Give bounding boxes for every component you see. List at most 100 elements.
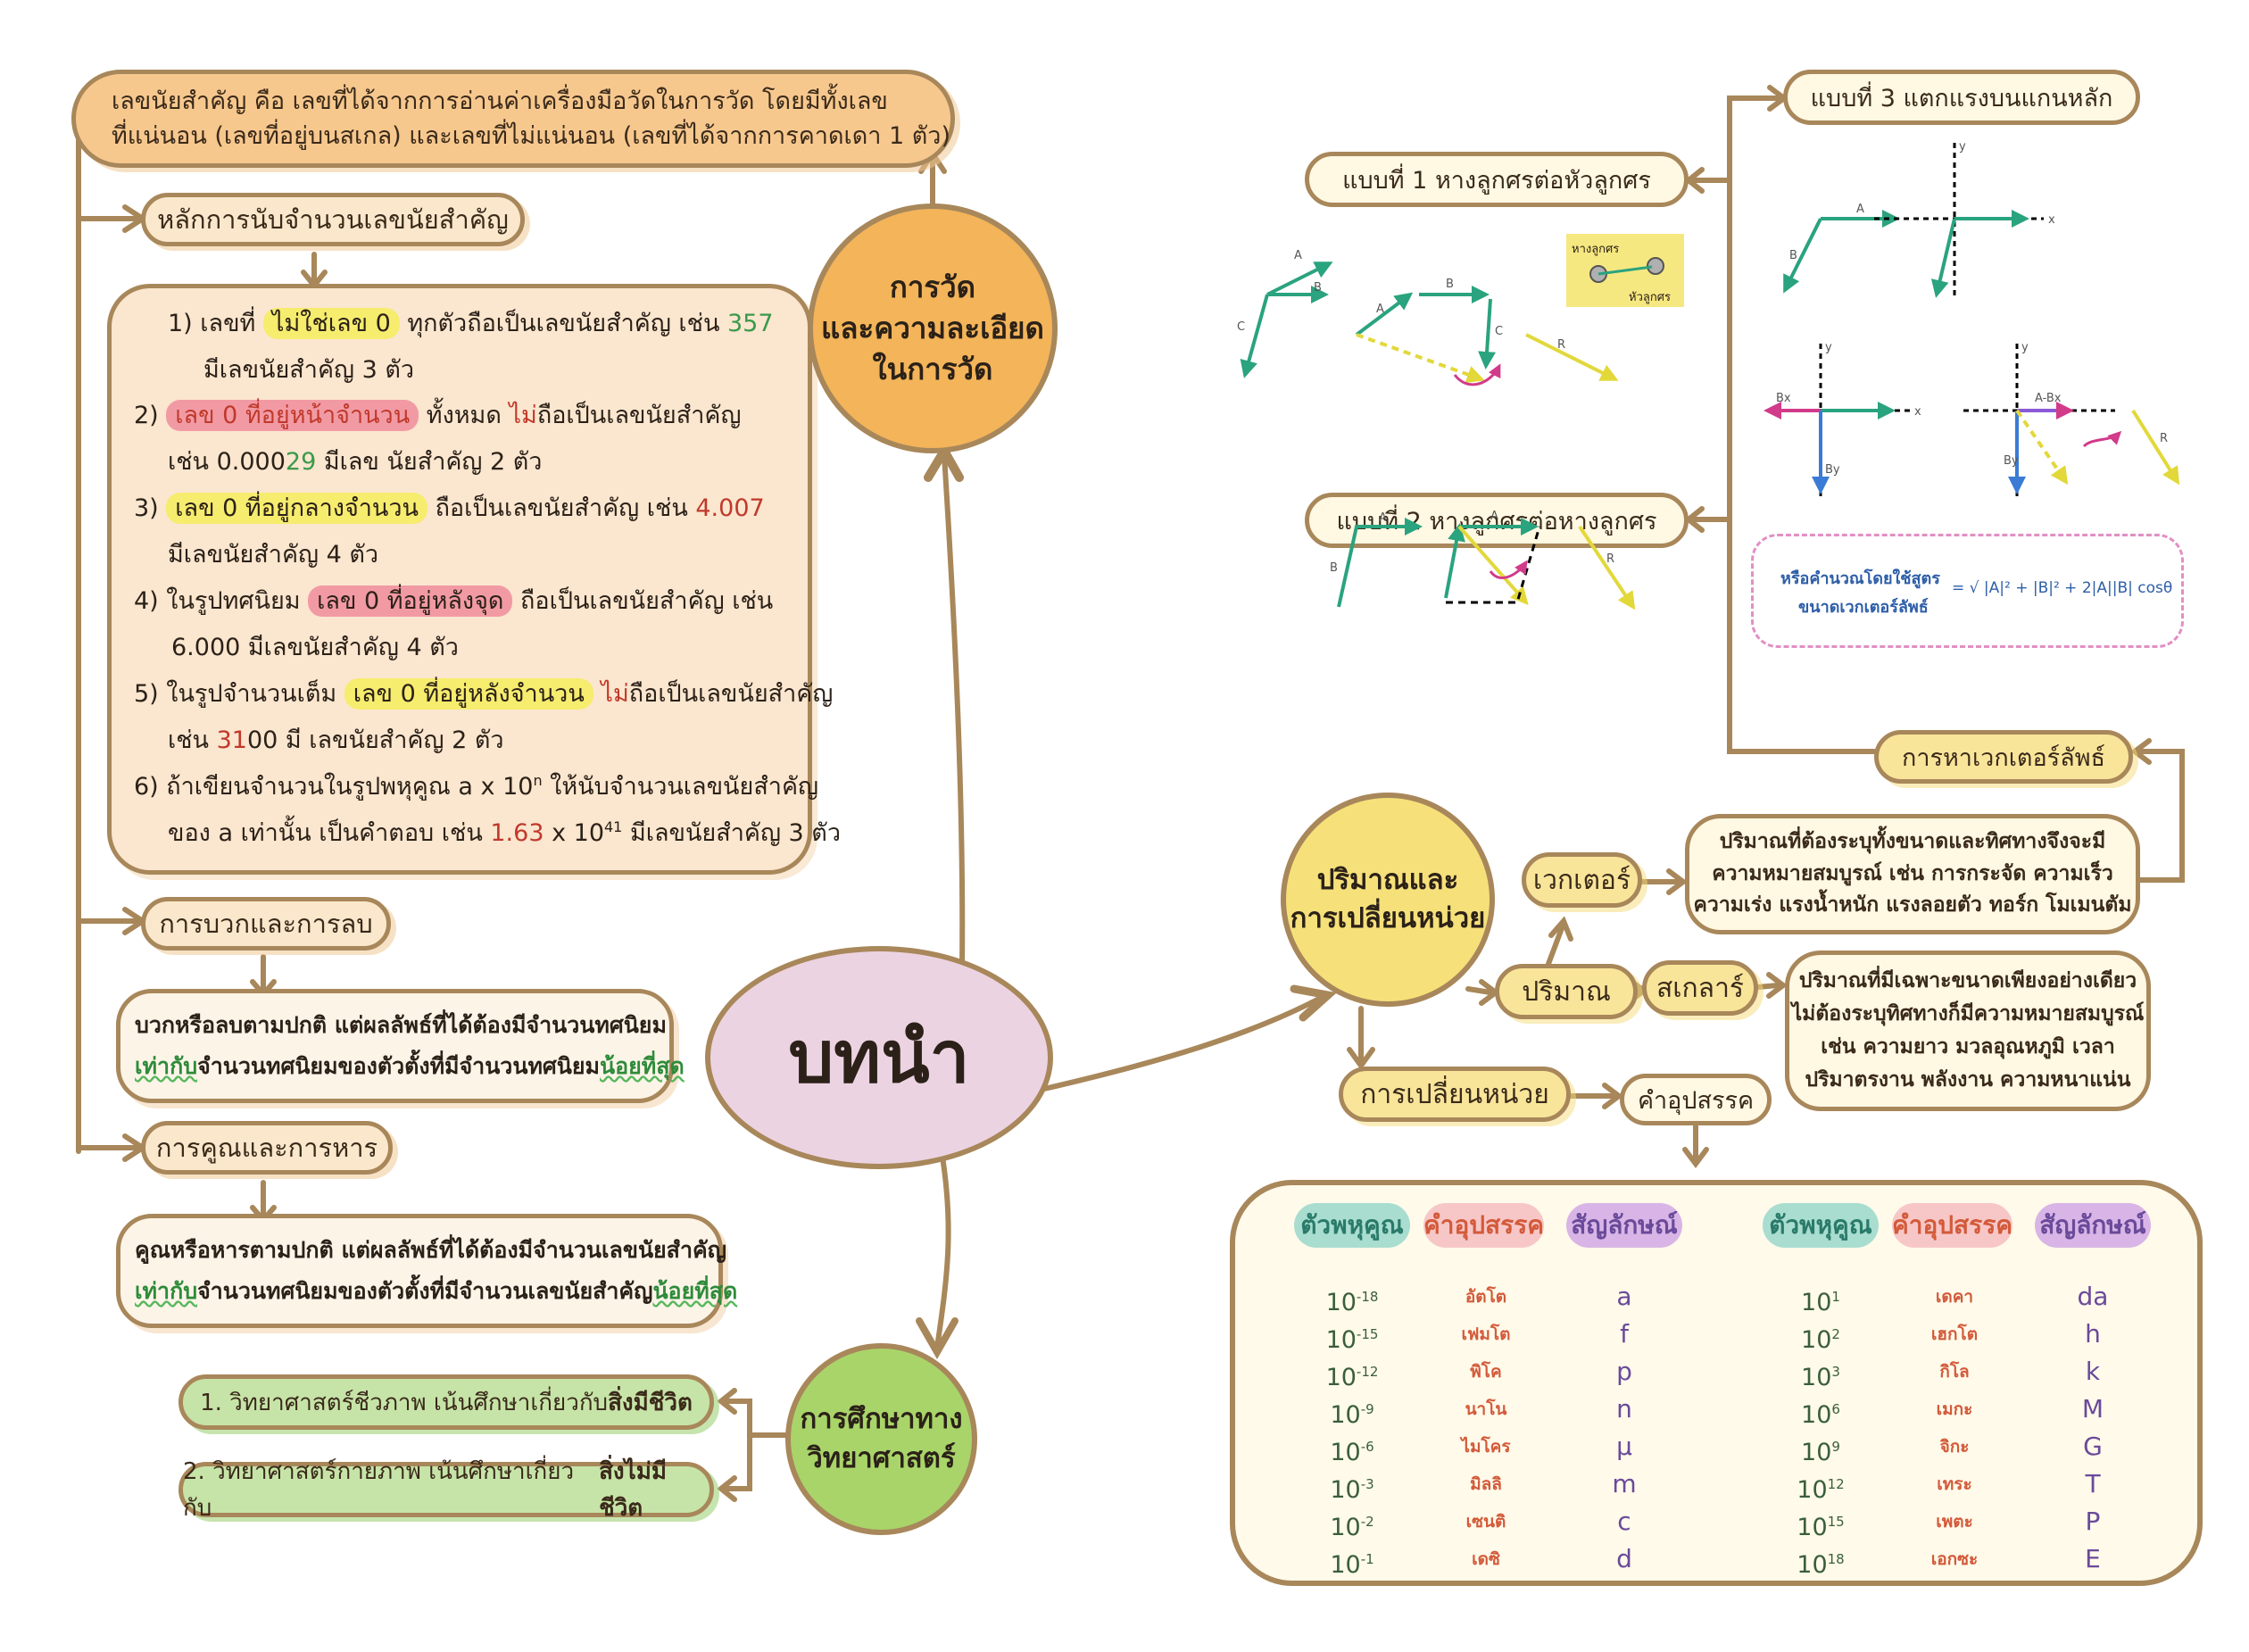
header-symbol-left: สัญลักษณ์	[1566, 1203, 1682, 1248]
method-3-pill: แบบที่ 3 แตกแรงบนแกนหลัก	[1783, 70, 2140, 125]
rule-5b: เช่น 3100 มี เลขนัยสำคัญ 2 ตัว	[168, 726, 504, 754]
rule-4b: 6.000 มีเลขนัยสำคัญ 4 ตัว	[171, 634, 459, 661]
prefix-pill: คำอุปสรรค	[1620, 1074, 1772, 1125]
symbol-cell: n	[1616, 1394, 1632, 1424]
label-vec-A3: A	[1379, 511, 1387, 525]
add-sub-line-2: เท่ากับจำนวนทศนิยมของตัวตั้งที่มีจำนวนทศ…	[135, 1053, 685, 1079]
definition-line-2: ที่แน่นอน (เลขที่อยู่บนสเกล) และเลขที่ไม…	[112, 122, 950, 150]
power-cell: 1015	[1797, 1514, 1845, 1541]
science-node: การศึกษาทางวิทยาศาสตร์	[785, 1343, 977, 1535]
vector-desc-3: ความเร่ง แรงน้ำหนัก แรงลอยตัว ทอร์ก โมเม…	[1693, 893, 2132, 917]
header-power-left: ตัวพหุคูณ	[1294, 1203, 1410, 1248]
label-bx: Bx	[1776, 392, 1791, 405]
counting-title-text: หลักการนับจำนวนเลขนัยสำคัญ	[157, 204, 509, 235]
mul-div-box: คูณหรือหารตามปกติ แต่ผลลัพธ์ที่ได้ต้องมี…	[116, 1214, 737, 1328]
vector-desc: ปริมาณที่ต้องระบุทั้งขนาดและทิศทางจึงจะม…	[1685, 814, 2140, 934]
header-prefix-left: คำอุปสรรค	[1423, 1203, 1544, 1248]
rule-4a: 4) ในรูปทศนิยม เลข 0 ที่อยู่หลังจุด ถือเ…	[134, 585, 774, 617]
header-power-right: ตัวพหุคูณ	[1763, 1203, 1879, 1248]
label-vec-B: B	[1314, 281, 1322, 295]
science-node-line-1: การศึกษาทาง	[800, 1403, 963, 1436]
label-vec-C: C	[1237, 320, 1245, 334]
center-title: บทนำ	[788, 1016, 970, 1099]
tail-head-legend: หางลูกศร หัวลูกศร	[1566, 234, 1684, 307]
tail-label: หางลูกศร	[1572, 243, 1620, 256]
header-prefix-right: คำอุปสรรค	[1892, 1203, 2012, 1248]
power-cell: 102	[1801, 1326, 1840, 1354]
rule-1a: 1) เลขที่ ไม่ใช่เลข 0 ทุกตัวถือเป็นเลขนั…	[168, 308, 774, 339]
method-2-text: แบบที่ 2 หางลูกศรต่อหางลูกศร	[1336, 507, 1657, 535]
power-cell: 103	[1801, 1364, 1840, 1391]
label-vec-C2: C	[1495, 325, 1503, 338]
add-sub-line-1: บวกหรือลบตามปกติ แต่ผลลัพธ์ที่ได้ต้องมีจ…	[135, 1012, 667, 1038]
convert-pill-text: การเปลี่ยนหน่วย	[1360, 1078, 1549, 1110]
resultant-pill: การหาเวกเตอร์ลัพธ์	[1874, 730, 2133, 784]
label-vec-B2: B	[1446, 278, 1454, 291]
header-symbol-right: สัญลักษณ์	[2035, 1203, 2151, 1248]
quantity-node-line-1: ปริมาณและ	[1316, 863, 1459, 896]
vector-pill: เวกเตอร์	[1522, 852, 1642, 908]
power-cell: 10-9	[1330, 1401, 1374, 1429]
bio-text: 1. วิทยาศาสตร์ชีวภาพ เน้นศึกษาเกี่ยวกับ	[200, 1389, 609, 1416]
rule-5a: 5) ในรูปจำนวนเต็ม เลข 0 ที่อยู่หลังจำนวน…	[134, 678, 834, 710]
label-vec-R2: R	[1606, 552, 1614, 566]
power-cell: 10-18	[1325, 1289, 1379, 1316]
rule-2a: 2) เลข 0 ที่อยู่หน้าจำนวน ทั้งหมด ไม่ถือ…	[134, 400, 742, 431]
symbol-cell: M	[2081, 1394, 2104, 1424]
measurement-node-line-2: และความละเอียด	[821, 310, 1044, 345]
symbol-cell: G	[2083, 1432, 2103, 1461]
right-prefix-column: เดคาเฮกโตกิโลเมกะจิกะเทระเพตะเอกซะ	[1905, 1278, 2004, 1578]
label-axis-y3: y	[2021, 341, 2029, 354]
power-cell: 10-12	[1325, 1364, 1379, 1391]
power-cell: 109	[1801, 1439, 1840, 1466]
symbol-cell: E	[2085, 1544, 2101, 1573]
method-2-pill: แบบที่ 2 หางลูกศรต่อหางลูกศร	[1305, 493, 1689, 548]
left-prefix-column: อัตโตเฟมโตพิโคนาโนไมโครมิลลิเซนติเดซิ	[1437, 1278, 1535, 1578]
prefix-cell: เพตะ	[1936, 1512, 1973, 1532]
prefix-cell: เดซิ	[1472, 1549, 1500, 1569]
symbol-cell: p	[1616, 1357, 1632, 1386]
counting-rules-box	[107, 284, 812, 875]
resultant-pill-text: การหาเวกเตอร์ลัพธ์	[1901, 743, 2105, 772]
symbol-cell: μ	[1616, 1432, 1632, 1461]
label-axis-x1: x	[2048, 213, 2055, 227]
method-1-pill: แบบที่ 1 หางลูกศรต่อหัวลูกศร	[1305, 152, 1689, 207]
formula-box: หรือคำนวณโดยใช้สูตร ขนาดเวกเตอร์ลัพธ์ = …	[1751, 534, 2184, 648]
symbol-cell: a	[1616, 1282, 1632, 1311]
head-label: หัวลูกศร	[1629, 291, 1671, 304]
prefix-cell: ไมโคร	[1461, 1437, 1511, 1457]
vector-diagrams: A B C A B C R A B A R A B y x y x Bx By …	[1237, 140, 2180, 610]
symbol-cell: f	[1620, 1319, 1629, 1349]
definition-line-1: เลขนัยสำคัญ คือ เลขที่ได้จากการอ่านค่าเค…	[112, 87, 888, 115]
method-3-text: แบบที่ 3 แตกแรงบนแกนหลัก	[1810, 84, 2113, 112]
scalar-pill: สเกลาร์	[1642, 960, 1758, 1016]
symbol-cell: c	[1617, 1507, 1631, 1536]
prefix-cell: จิกะ	[1939, 1437, 1970, 1457]
prefix-cell: เทระ	[1937, 1474, 1972, 1494]
add-sub-box: บวกหรือลบตามปกติ แต่ผลลัพธ์ที่ได้ต้องมีจ…	[116, 989, 685, 1103]
add-sub-title-text: การบวกและการลบ	[159, 909, 373, 939]
prefix-cell: เฟมโต	[1461, 1324, 1511, 1344]
label-amb: A-Bx	[2035, 392, 2062, 405]
rule-3a: 3) เลข 0 ที่อยู่กลางจำนวน ถือเป็นเลขนัยส…	[134, 493, 765, 524]
quantity-pill: ปริมาณ	[1495, 964, 1638, 1019]
vector-desc-2: ความหมายสมบูรณ์ เช่น การกระจัด ความเร็ว	[1712, 861, 2113, 885]
measurement-node-line-3: ในการวัด	[872, 352, 993, 387]
label-vec-R3: R	[2160, 432, 2168, 445]
add-sub-title: การบวกและการลบ	[141, 897, 391, 951]
label-vec-A: A	[1294, 249, 1302, 262]
measurement-node-line-1: การวัด	[889, 269, 976, 304]
quantity-node-line-2: การเปลี่ยนหน่วย	[1290, 902, 1486, 934]
label-vec-A4: A	[1490, 510, 1498, 523]
power-cell: 106	[1801, 1401, 1840, 1429]
symbol-cell: d	[1616, 1544, 1632, 1573]
prefix-cell: เมกะ	[1936, 1399, 1973, 1419]
measurement-node: การวัดและความละเอียดในการวัด	[808, 203, 1058, 453]
label-axis-x2: x	[1914, 405, 1921, 419]
mul-div-title-text: การคูณและการหาร	[155, 1133, 378, 1163]
mul-div-line-2: เท่ากับจำนวนทศนิยมของตัวตั้งที่มีจำนวนเล…	[135, 1278, 738, 1304]
